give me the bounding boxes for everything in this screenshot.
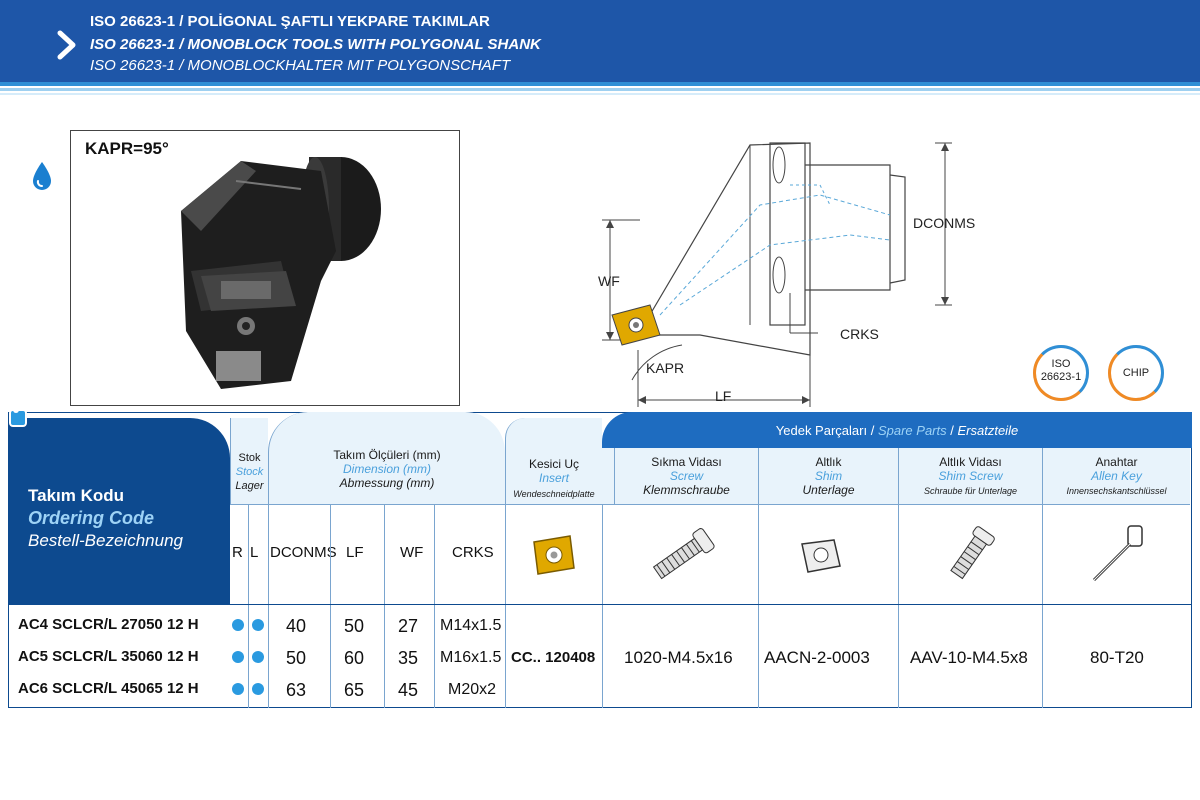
screw-code: 1020-M4.5x16 [624,648,733,667]
insert-header: Kesici Uç Insert Wendeschneidplatte [505,418,602,504]
shim-header: Altlık Shim Unterlage [758,448,898,504]
ordering-code-en: Ordering Code [28,508,155,528]
cell-wf: 27 [398,616,419,636]
iso-badge-top: ISO [1051,358,1071,370]
cell-lf: 50 [344,616,365,636]
title-english: ISO 26623-1 / MONOBLOCK TOOLS WITH POLYG… [90,36,541,53]
dim-dconms: DCONMS [913,215,976,231]
col-wf: WF [400,544,424,561]
table-row-code: AC6 SCLCR/L 45065 12 H [18,680,199,697]
allen-key-icon [1092,525,1143,582]
stock-r-dot [232,619,244,631]
ordering-table: Takım Kodu Ordering Code Bestell-Bezeich… [8,407,1192,708]
chevron-right-icon [57,30,76,60]
dim-lf: LF [715,388,732,404]
title-turkish: ISO 26623-1 / POLİGONAL ŞAFTLI YEKPARE T… [90,13,490,30]
cell-wf: 35 [398,648,419,668]
product-photo: KAPR=95° [70,130,460,406]
shim-screw-header: Altlık Vidası Shim Screw Schraube für Un… [898,448,1042,504]
insert-icon [533,535,575,575]
header-banner: ISO 26623-1 / POLİGONAL ŞAFTLI YEKPARE T… [0,0,1200,82]
iso-badge: ISO 26623-1 [1033,345,1089,401]
stock-header: Stok Stock Lager [230,418,268,504]
ordering-code-header: Takım Kodu Ordering Code Bestell-Bezeich… [8,418,230,604]
table-row-code: AC5 SCLCR/L 35060 12 H [18,648,199,665]
header-stripe [0,82,1200,86]
col-l: L [250,544,259,561]
spare-header-spacer [602,448,614,504]
shim-screw-icon [950,526,995,580]
spare-parts-header: Yedek Parçaları / Spare Parts / Ersatzte… [602,412,1192,448]
clamping-screw-icon [652,528,715,580]
cell-crks: M14x1.5 [440,617,502,634]
col-r: R [232,544,243,561]
chip-badge-label: CHIP [1122,367,1150,379]
insert-code: CC.. 120408 [511,649,596,666]
col-lf: LF [346,544,364,561]
title-german: ISO 26623-1 / MONOBLOCKHALTER MIT POLYGO… [90,57,511,74]
chip-badge: CHIP [1108,345,1164,401]
stock-l-dot [252,683,264,695]
shim-screw-code: AAV-10-M4.5x8 [910,648,1028,667]
cell-dconms: 40 [286,616,307,636]
header-stripe [0,88,1200,91]
cell-crks: M20x2 [448,681,497,698]
allen-key-header: Anahtar Allen Key Innensechskantschlüsse… [1042,448,1190,504]
cell-wf: 45 [398,680,419,700]
stock-l-dot [252,619,264,631]
coolant-drop-icon [33,162,51,190]
cell-lf: 65 [344,680,365,700]
kapr-label: KAPR=95° [85,139,169,158]
technical-drawing: DCONMS WF CRKS KAPR LF [590,125,990,415]
column-header-row [230,504,1190,604]
stock-r-dot [232,683,244,695]
screw-header: Sıkma Vidası Screw Klemmschraube [614,448,758,504]
tool-illustration [181,157,381,389]
col-dconms: DCONMS [270,544,337,561]
table-row-code: AC4 SCLCR/L 27050 12 H [18,616,199,633]
col-crks: CRKS [452,544,494,561]
dim-kapr: KAPR [646,360,685,376]
cell-dconms: 50 [286,648,307,668]
header-stripe [0,93,1200,95]
cell-crks: M16x1.5 [440,649,502,666]
cell-lf: 60 [344,648,365,668]
tag-icon [9,407,27,427]
stock-l-dot [252,651,264,663]
stock-r-dot [232,651,244,663]
allen-key-code: 80-T20 [1090,648,1144,667]
iso-badge-bottom: 26623-1 [1040,371,1082,383]
dimensions-header: Takım Ölçüleri (mm) Dimension (mm) Abmes… [268,412,505,504]
shim-code: AACN-2-0003 [764,648,870,667]
shim-icon [801,539,841,573]
dim-wf: WF [598,273,620,289]
cell-dconms: 63 [286,680,307,700]
ordering-code-tr: Takım Kodu [28,486,125,505]
dim-crks: CRKS [840,326,879,342]
ordering-code-de: Bestell-Bezeichnung [28,531,183,550]
